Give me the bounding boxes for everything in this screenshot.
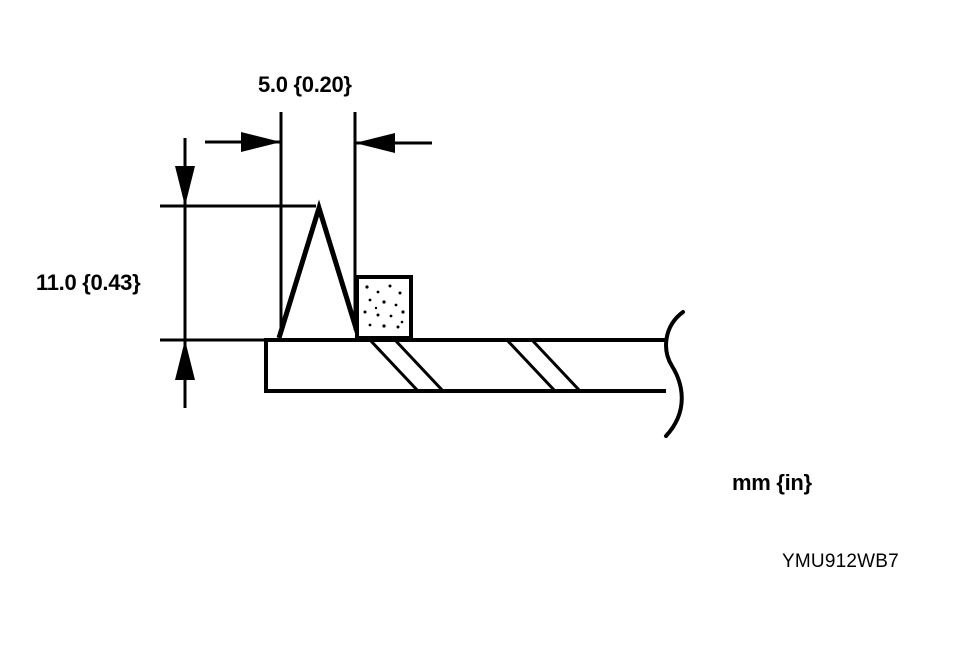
triangle-lip — [276, 199, 362, 339]
width-dimension-label: 5.0 {0.20} — [258, 72, 352, 97]
height-dimension-label: 11.0 {0.43} — [36, 270, 141, 295]
base-strip — [264, 338, 666, 393]
break-line — [664, 310, 685, 438]
width-dimension — [205, 112, 432, 330]
height-dimension — [160, 138, 316, 408]
figure-code: YMU912WB7 — [782, 551, 899, 572]
base-strip-outline — [264, 338, 666, 393]
hatch-lines — [368, 338, 582, 393]
foam-block — [355, 275, 413, 340]
units-label: mm {in} — [732, 470, 812, 495]
foam-dots — [363, 284, 405, 329]
